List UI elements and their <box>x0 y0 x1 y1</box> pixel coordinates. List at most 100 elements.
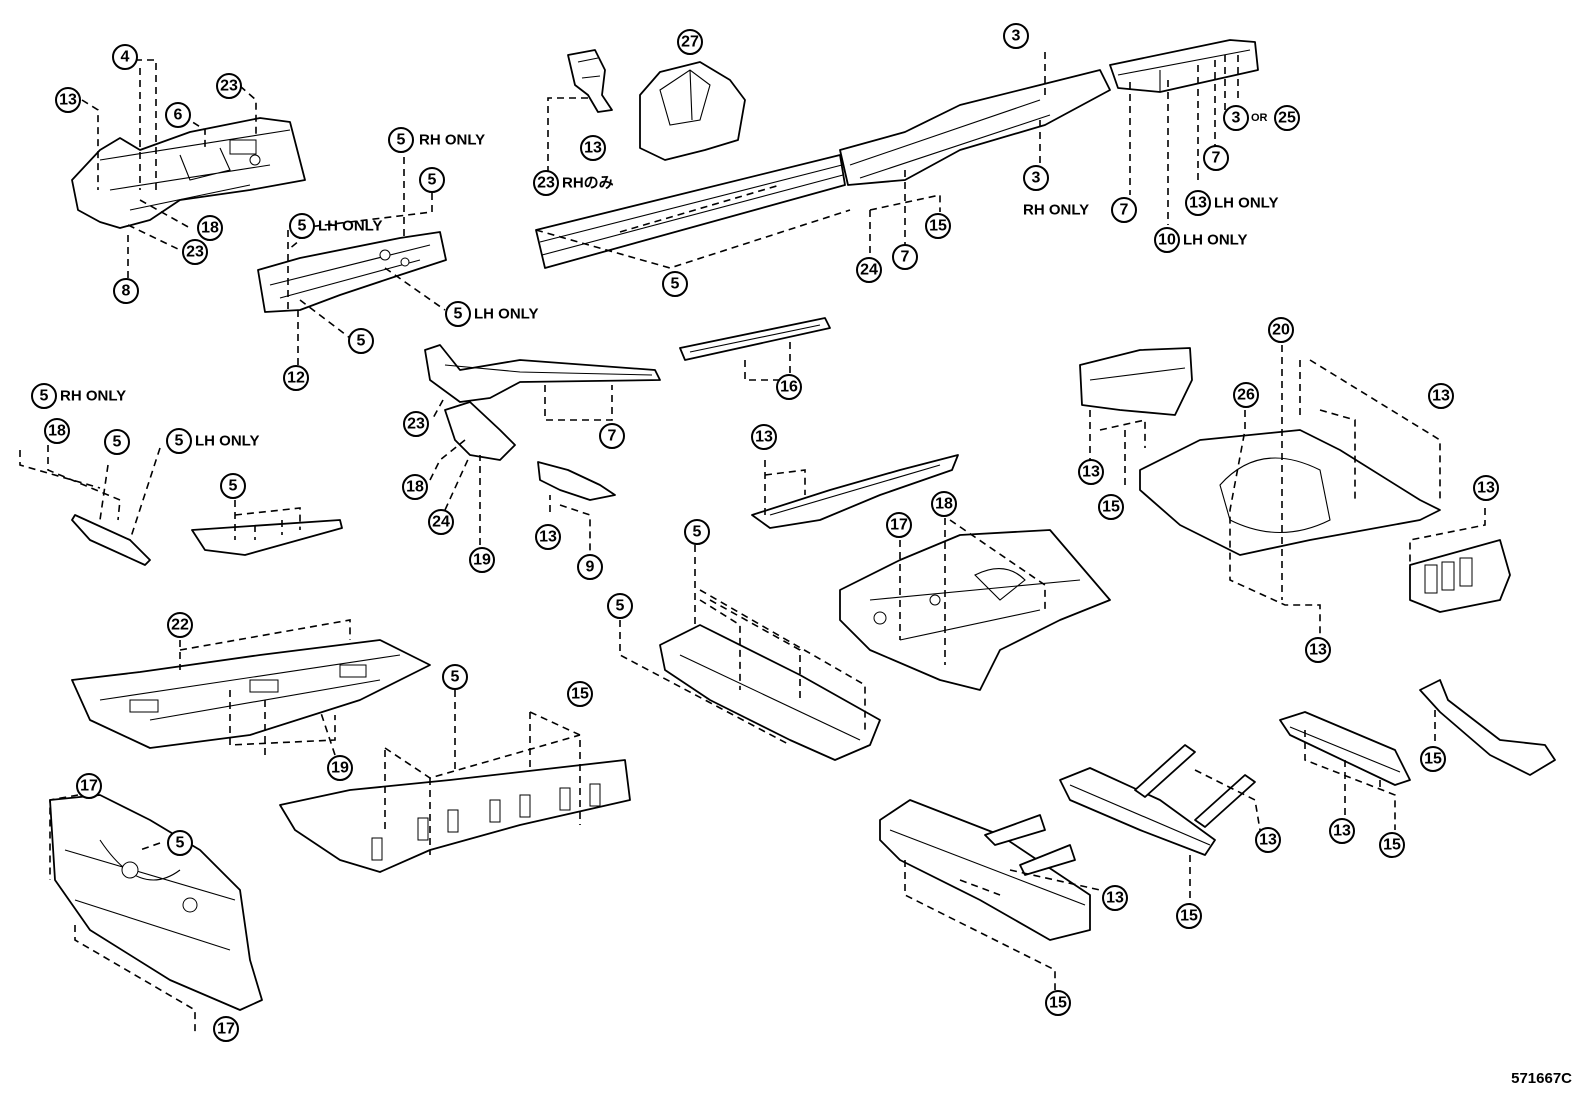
callout-5: 5 <box>31 383 57 409</box>
callout-7: 7 <box>1203 145 1229 171</box>
callout-24: 24 <box>428 509 454 535</box>
svg-text:15: 15 <box>571 686 589 703</box>
svg-text:17: 17 <box>890 517 908 534</box>
svg-text:18: 18 <box>48 423 66 440</box>
callout-24: 24 <box>856 257 882 283</box>
svg-text:6: 6 <box>174 107 183 124</box>
svg-text:4: 4 <box>121 49 130 66</box>
callout-3: 3 <box>1003 23 1029 49</box>
callout-15: 15 <box>1176 903 1202 929</box>
callout-13: 13 <box>1102 885 1128 911</box>
svg-text:22: 22 <box>171 617 189 634</box>
part-floor-pan-side-15c <box>279 759 631 873</box>
svg-text:18: 18 <box>201 220 219 237</box>
svg-text:13: 13 <box>1432 388 1450 405</box>
callout-13: 13 <box>751 424 777 450</box>
part-dash-panel-17 <box>49 794 263 1011</box>
svg-text:15: 15 <box>1102 499 1120 516</box>
callout-18: 18 <box>402 474 428 500</box>
callout-17: 17 <box>213 1016 239 1042</box>
part-rear-brackets-13j <box>984 814 1076 876</box>
part-rocker-panel-long <box>535 69 1111 269</box>
callout-5: 5 <box>289 213 315 239</box>
callout-13: 13 <box>1185 190 1211 216</box>
svg-text:18: 18 <box>406 479 424 496</box>
callout-5: 5 <box>419 167 445 193</box>
svg-text:13: 13 <box>1333 823 1351 840</box>
callout-3: 3 <box>1223 105 1249 131</box>
svg-text:5: 5 <box>428 172 437 189</box>
callout-5: 5 <box>348 328 374 354</box>
svg-text:23: 23 <box>220 78 238 95</box>
svg-text:18: 18 <box>935 496 953 513</box>
callout-13: 13 <box>1305 637 1331 663</box>
part-rear-bracket-15g <box>1419 679 1556 776</box>
svg-text:7: 7 <box>1120 202 1129 219</box>
part-side-member-lower-center <box>257 231 447 313</box>
callout-3: 3 <box>1023 165 1049 191</box>
callout-8: 8 <box>113 278 139 304</box>
callout-19: 19 <box>469 547 495 573</box>
part-cowl-27 <box>639 61 746 161</box>
part-bracket-9 <box>537 461 616 501</box>
note-rh-only: RH ONLY <box>419 132 485 149</box>
part-rocker-inner-7 <box>424 344 661 403</box>
callout-5: 5 <box>167 830 193 856</box>
callout-9: 9 <box>577 554 603 580</box>
note-lh-only: LH ONLY <box>474 306 538 323</box>
callout-15: 15 <box>567 681 593 707</box>
svg-text:5: 5 <box>175 433 184 450</box>
svg-text:13: 13 <box>1259 832 1277 849</box>
svg-text:15: 15 <box>1049 995 1067 1012</box>
callout-13: 13 <box>1473 475 1499 501</box>
part-front-side-member-upper-left <box>71 117 306 229</box>
svg-text:26: 26 <box>1237 387 1255 404</box>
svg-text:17: 17 <box>217 1021 235 1038</box>
part-gusset-18-24 <box>444 401 516 461</box>
svg-text:7: 7 <box>608 428 617 445</box>
callout-15: 15 <box>1098 494 1124 520</box>
note-rh-only: RH ONLY <box>60 388 126 405</box>
callout-22: 22 <box>167 612 193 638</box>
callout-13: 13 <box>1255 827 1281 853</box>
note-lh-only: LH ONLY <box>318 218 382 235</box>
svg-text:5: 5 <box>693 524 702 541</box>
callout-27: 27 <box>677 29 703 55</box>
callout-10: 10 <box>1154 227 1180 253</box>
svg-text:3: 3 <box>1232 110 1241 127</box>
callout-4: 4 <box>112 44 138 70</box>
svg-text:15: 15 <box>1180 908 1198 925</box>
svg-text:5: 5 <box>397 132 406 149</box>
svg-text:24: 24 <box>432 514 450 531</box>
part-rear-panel-lower <box>1409 539 1511 613</box>
callout-13: 13 <box>535 524 561 550</box>
svg-text:7: 7 <box>1212 150 1221 167</box>
note-lh-only: LH ONLY <box>195 433 259 450</box>
callout-7: 7 <box>892 244 918 270</box>
svg-text:5: 5 <box>357 333 366 350</box>
callout-17: 17 <box>76 773 102 799</box>
svg-text:5: 5 <box>113 434 122 451</box>
svg-text:27: 27 <box>681 34 699 51</box>
svg-text:24: 24 <box>860 262 878 279</box>
callout-18: 18 <box>931 491 957 517</box>
note-or: OR <box>1251 112 1268 124</box>
callout-18: 18 <box>197 215 223 241</box>
svg-text:10: 10 <box>1158 232 1176 249</box>
callout-23: 23 <box>403 411 429 437</box>
part-rear-floor-pan <box>1139 429 1441 556</box>
callout-26: 26 <box>1233 382 1259 408</box>
svg-text:13: 13 <box>1106 890 1124 907</box>
callout-20: 20 <box>1268 317 1294 343</box>
note-rh-nomi: RHのみ <box>562 175 614 192</box>
svg-text:3: 3 <box>1012 28 1021 45</box>
callout-23: 23 <box>182 239 208 265</box>
svg-text:5: 5 <box>454 306 463 323</box>
callout-15: 15 <box>1045 990 1071 1016</box>
callout-12: 12 <box>283 365 309 391</box>
note-rh-only: RH ONLY <box>1023 202 1089 219</box>
svg-text:19: 19 <box>331 760 349 777</box>
diagram-code: 571667C <box>1511 1070 1572 1087</box>
svg-text:13: 13 <box>1309 642 1327 659</box>
callout-5: 5 <box>662 271 688 297</box>
